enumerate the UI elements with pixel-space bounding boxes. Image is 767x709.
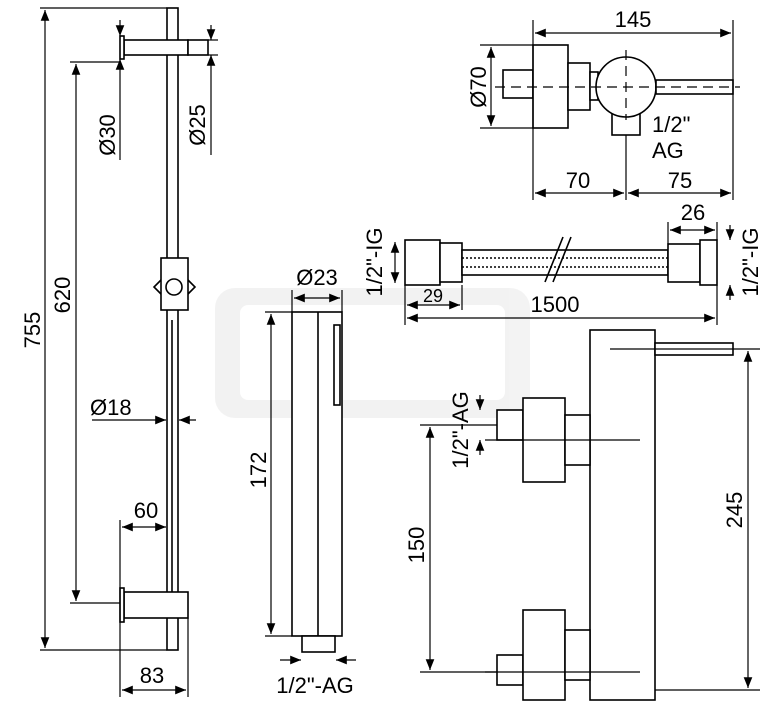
hose-left-thread: 1/2"-IG	[362, 228, 387, 297]
hose-right-thread: 1/2"-IG	[738, 228, 763, 297]
shower-hose	[390, 222, 735, 325]
dim-755: 755	[20, 312, 45, 349]
shower-rail	[40, 7, 218, 697]
mixer-front-thread: 1/2"-AG	[448, 391, 473, 469]
dim-75: 75	[668, 168, 692, 193]
dim-26: 26	[681, 200, 705, 225]
dim-29: 29	[423, 286, 443, 306]
dim-245: 245	[722, 492, 747, 529]
watermark	[215, 288, 530, 418]
dim-d18: Ø18	[90, 395, 132, 420]
mixer-front-view	[420, 329, 760, 701]
dim-1500: 1500	[531, 292, 580, 317]
hand-shower-thread: 1/2"-AG	[276, 673, 354, 698]
dim-d70: Ø70	[466, 66, 491, 108]
dim-620: 620	[50, 277, 75, 314]
mixer-top-thread-2: AG	[652, 138, 684, 163]
dim-172: 172	[246, 452, 271, 489]
mixer-top-view	[480, 20, 740, 200]
dim-d23: Ø23	[296, 265, 338, 290]
dim-83: 83	[140, 663, 164, 688]
dim-d25: Ø25	[185, 104, 210, 146]
dim-150: 150	[404, 527, 429, 564]
hand-shower	[265, 290, 356, 665]
dim-145: 145	[615, 7, 652, 32]
mixer-top-thread-1: 1/2"	[652, 112, 690, 137]
dim-60: 60	[134, 498, 158, 523]
dim-70: 70	[566, 168, 590, 193]
dim-d30: Ø30	[95, 114, 120, 156]
